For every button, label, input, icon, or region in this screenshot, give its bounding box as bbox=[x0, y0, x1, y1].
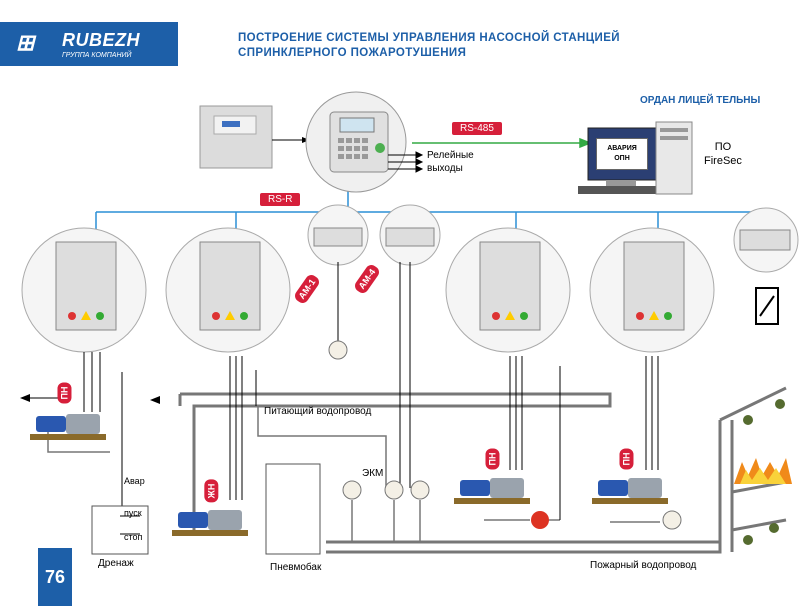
drain-tank bbox=[91, 505, 149, 555]
supply-pipe-label: Питающий водопровод bbox=[264, 406, 372, 417]
relay-outputs-label-2: выходы bbox=[427, 163, 463, 174]
alarm-screen: АВАРИЯ ОПН bbox=[596, 138, 648, 170]
page-title: ПОСТРОЕНИЕ СИСТЕМЫ УПРАВЛЕНИЯ НАСОСНОЙ С… bbox=[238, 32, 620, 59]
stop-label: стоп bbox=[124, 532, 143, 542]
fire-flames bbox=[734, 458, 792, 484]
pump-tag-pn-2: ПН bbox=[485, 448, 500, 470]
software-line-1: ПО bbox=[714, 141, 732, 153]
pressure-gauges bbox=[328, 340, 682, 530]
logo-mark-icon: ⊞ bbox=[16, 30, 35, 55]
software-line-2: FireSec bbox=[704, 155, 742, 167]
pumps bbox=[30, 414, 668, 536]
software-label: ПО FireSec bbox=[704, 140, 742, 168]
company-logo: ⊞ RUBEZH ГРУППА КОМПАНИЙ bbox=[0, 22, 178, 66]
pneumatic-tank bbox=[265, 463, 321, 555]
pump-tag-pn-1: ПН bbox=[57, 382, 72, 404]
fire-pipe-label: Пожарный водопровод bbox=[590, 560, 697, 571]
power-supply-box bbox=[199, 105, 273, 169]
valve-red bbox=[531, 511, 549, 529]
relay-outputs-label-1: Релейные bbox=[427, 150, 474, 161]
alarm-line-1: АВАРИЯ bbox=[607, 145, 637, 152]
sprinklers bbox=[743, 399, 785, 545]
overlapped-caption: ОРДАН ЛИЦЕЙ ТЕЛЬНЫ bbox=[640, 95, 761, 106]
pump-tag-pn-3: ПН bbox=[619, 448, 634, 470]
alarm-line-2: ОПН bbox=[614, 155, 630, 162]
avar-label: Авар bbox=[124, 476, 145, 486]
pump-tag-zhn: ЖН bbox=[204, 479, 219, 503]
drain-label: Дренаж bbox=[98, 558, 134, 569]
logo-brand: RUBEZH bbox=[62, 30, 140, 50]
rsr-bus-lines bbox=[95, 175, 770, 232]
rsr-badge: RS-R bbox=[260, 193, 301, 206]
rs485-link bbox=[412, 137, 593, 149]
rs485-badge: RS-485 bbox=[452, 122, 502, 135]
cabinet-lamps bbox=[68, 311, 672, 320]
tank-label: Пневмобак bbox=[270, 562, 322, 573]
pusk-label: пуск bbox=[124, 508, 142, 518]
page-number: 76 bbox=[38, 548, 72, 606]
logo-subtitle: ГРУППА КОМПАНИЙ bbox=[62, 52, 132, 59]
pipes bbox=[178, 386, 787, 554]
ekm-label: ЭКМ bbox=[362, 468, 384, 479]
